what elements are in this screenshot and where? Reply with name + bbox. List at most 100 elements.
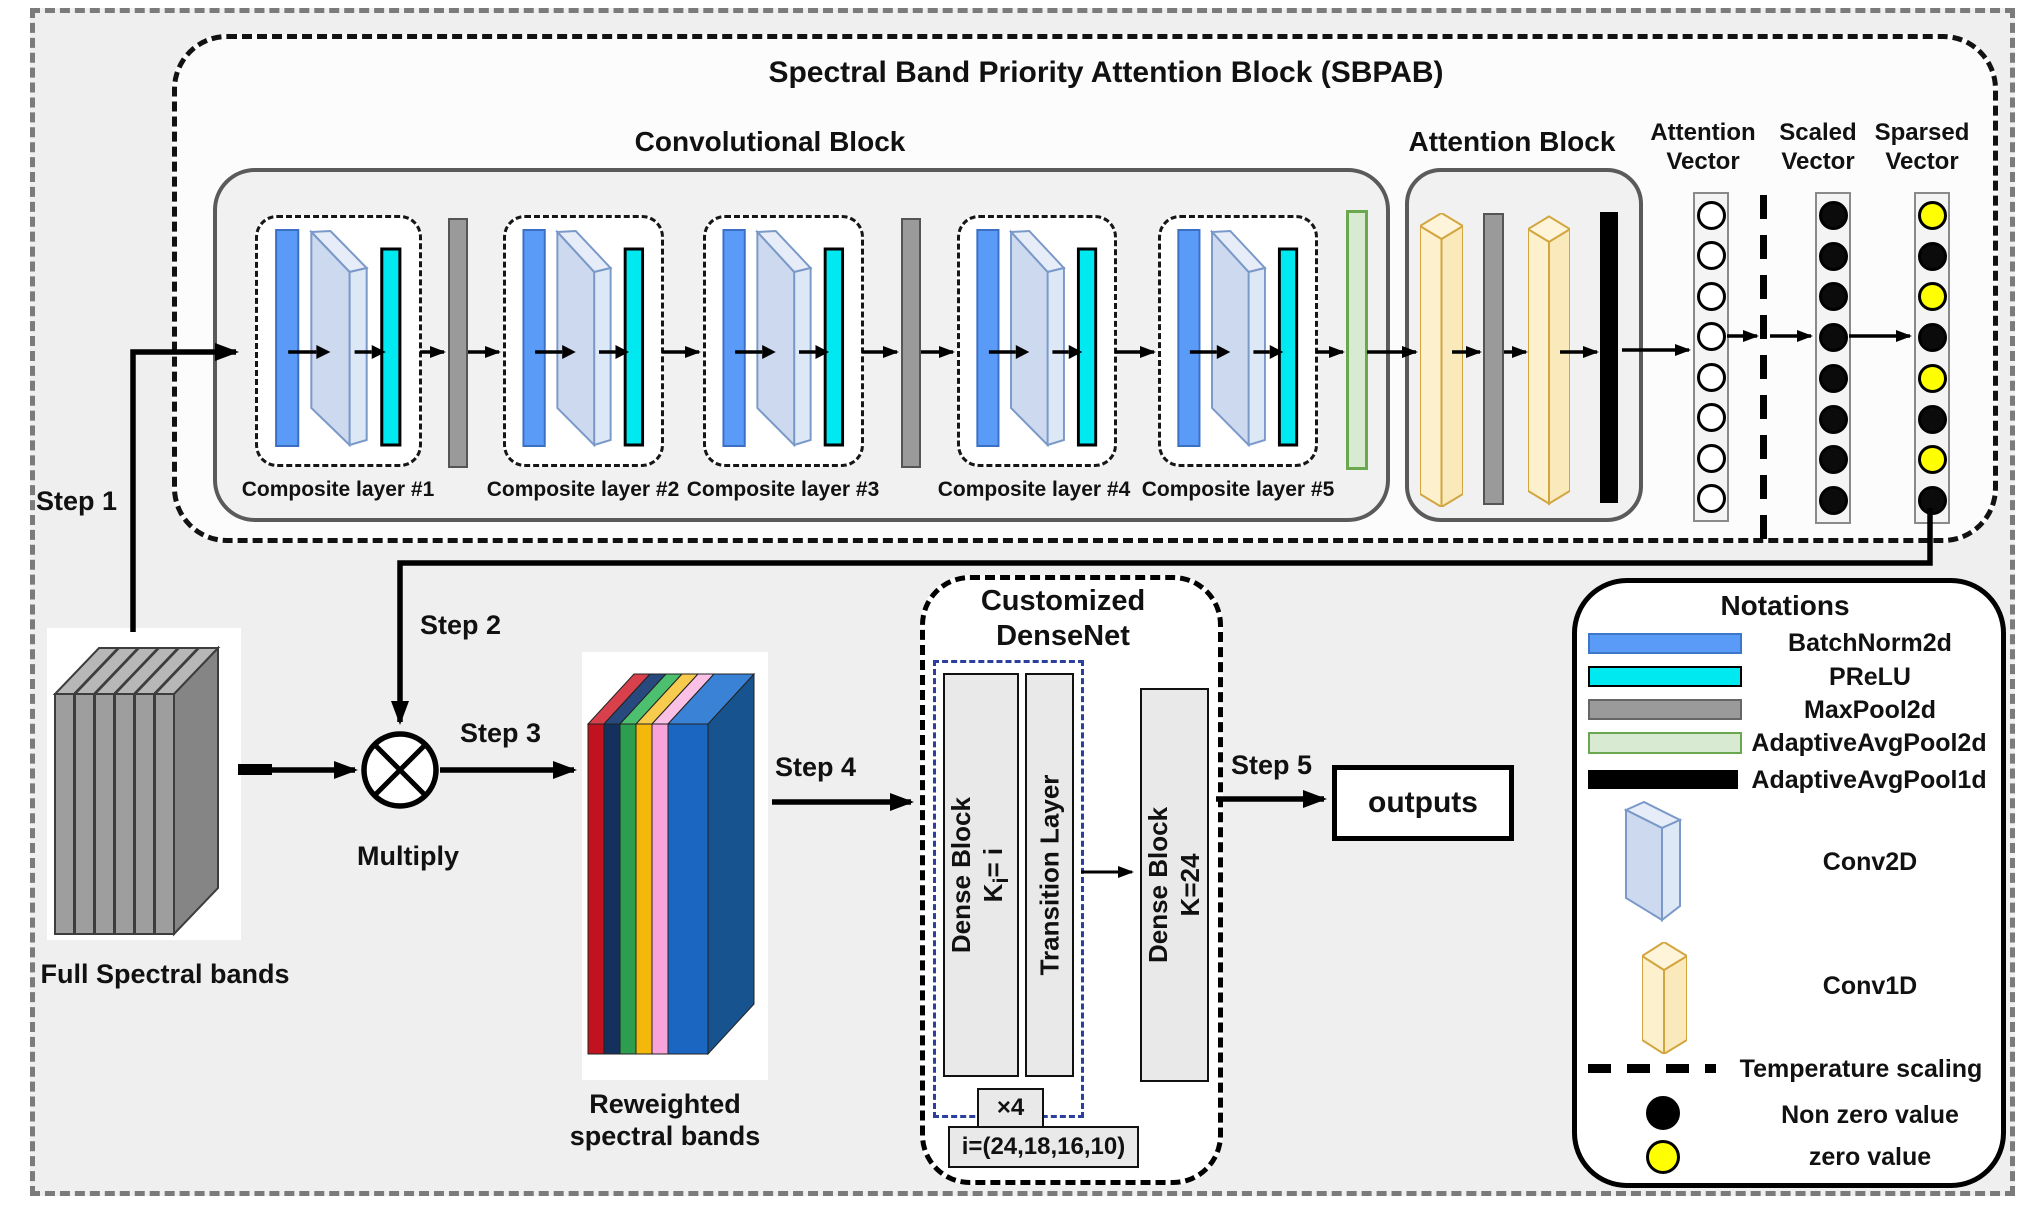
- conv1d-column: [1528, 215, 1570, 506]
- legend-conv1d-swatch: [1642, 942, 1687, 1054]
- composite-layer-1: [255, 215, 422, 467]
- yellow-value-circle: [1917, 201, 1947, 230]
- black-value-circle: [1818, 363, 1848, 393]
- maxpool2d-bar: [901, 218, 921, 468]
- adaptiveavgpool1d-bar: [1600, 212, 1618, 503]
- step4-label: Step 4: [775, 752, 857, 782]
- legend-nonzero-label: Non zero value: [1781, 1101, 1959, 1129]
- step5-label: Step 5: [1231, 750, 1313, 780]
- legend-temperature-scaling-swatch: [1588, 1064, 1716, 1073]
- temperature-scaling-line: [1760, 195, 1767, 545]
- flow-arrowhead: [316, 345, 331, 359]
- step3-label: Step 3: [460, 718, 542, 748]
- composite-layer-5-label: Composite layer #5: [1141, 478, 1335, 501]
- black-value-circle: [1818, 241, 1848, 271]
- reweighted-spectral-bands-stack: [582, 652, 768, 1080]
- legend-adaptiveavgpool1d-label: AdaptiveAvgPool1d: [1751, 766, 1987, 794]
- scaled-vector-title: Scaled Vector: [1779, 119, 1857, 175]
- black-value-circle: [1818, 282, 1848, 312]
- yellow-value-circle: [1917, 282, 1947, 312]
- legend-nonzero-swatch: [1646, 1096, 1680, 1130]
- legend-zero-label: zero value: [1808, 1143, 1932, 1171]
- transition-layer: Transition Layer: [1025, 673, 1074, 1077]
- composite-layer-graphic: [275, 229, 402, 448]
- full-spectral-bands-stack: [47, 628, 241, 940]
- white-value-circle: [1696, 403, 1726, 433]
- scaled-vector: [1815, 192, 1851, 524]
- adaptiveavgpool2d-bar: [1346, 210, 1368, 470]
- multiply-label: Multiply: [357, 841, 459, 871]
- batchnorm2d-bar: [275, 229, 300, 447]
- legend-adaptiveavgpool1d-swatch: [1588, 770, 1738, 789]
- composite-layer-5: [1158, 215, 1318, 467]
- sparsed-vector: [1914, 192, 1950, 524]
- conv1d-column: [1420, 213, 1463, 507]
- black-value-circle: [1818, 323, 1848, 353]
- composite-layer-1-label: Composite layer #1: [241, 478, 435, 501]
- white-value-circle: [1696, 483, 1726, 513]
- black-value-circle: [1917, 485, 1947, 515]
- composite-layer-3-label: Composite layer #3: [686, 478, 880, 501]
- conv-block-title: Convolutional Block: [634, 126, 906, 157]
- dense-block-2: Dense Block K=24: [1140, 688, 1209, 1082]
- legend-adaptiveavgpool2d-swatch: [1588, 732, 1742, 754]
- legend-zero-swatch: [1646, 1140, 1680, 1174]
- white-value-circle: [1696, 362, 1726, 392]
- white-value-circle: [1696, 281, 1726, 311]
- maxpool-bar-attention: [1483, 213, 1504, 505]
- composite-layer-graphic: [1177, 229, 1299, 448]
- composite-layer-4-label: Composite layer #4: [937, 478, 1131, 501]
- black-value-circle: [1818, 404, 1848, 434]
- prelu-bar: [380, 247, 402, 447]
- legend-maxpool2d-swatch: [1588, 699, 1742, 720]
- legend-title: Notations: [1720, 590, 1850, 621]
- legend-adaptiveavgpool2d-label: AdaptiveAvgPool2d: [1751, 729, 1987, 757]
- black-value-circle: [1917, 404, 1947, 434]
- black-value-circle: [1917, 323, 1947, 353]
- white-value-circle: [1696, 201, 1726, 230]
- yellow-value-circle: [1917, 363, 1947, 393]
- densenet-title: Customized DenseNet: [980, 585, 1146, 652]
- conv2d-slab-side: [348, 266, 368, 447]
- maxpool2d-bar: [448, 218, 468, 468]
- full-spectral-bands-label: Full Spectral bands: [40, 959, 290, 989]
- transition-layer-label: Transition Layer: [1034, 774, 1065, 976]
- reweighted-spectral-bands-label: Reweighted spectral bands: [569, 1089, 761, 1151]
- dense-block-1: Dense Block Ki= i: [943, 673, 1019, 1077]
- white-value-circle: [1696, 443, 1726, 473]
- composite-layer-2-label: Composite layer #2: [486, 478, 680, 501]
- white-value-circle: [1696, 322, 1726, 352]
- attention-vector-title: Attention Vector: [1650, 119, 1756, 175]
- legend-batchnorm2d-label: BatchNorm2d: [1788, 629, 1952, 657]
- legend-temperature-scaling-label: Temperature scaling: [1739, 1055, 1983, 1083]
- legend-maxpool2d-label: MaxPool2d: [1804, 696, 1936, 724]
- step2-label: Step 2: [420, 610, 502, 640]
- legend-batchnorm2d-swatch: [1588, 633, 1742, 654]
- conv2d-slab-front: [310, 229, 351, 448]
- step1-label: Step 1: [36, 486, 118, 516]
- composite-layer-3: [703, 215, 864, 467]
- legend-prelu-swatch: [1588, 666, 1742, 687]
- dense-block-1-label: Dense Block Ki= i: [945, 796, 1014, 954]
- composite-layer-graphic: [976, 229, 1098, 448]
- i-values-tag: i=(24,18,16,10): [948, 1126, 1139, 1168]
- flow-arrowhead: [371, 345, 386, 359]
- attention-block-title: Attention Block: [1408, 126, 1616, 157]
- black-value-circle: [1818, 201, 1848, 230]
- legend-conv2d-swatch: [1623, 800, 1683, 923]
- composite-layer-graphic: [522, 229, 645, 448]
- repeat-x4-tag: ×4: [977, 1088, 1044, 1128]
- outputs-box: outputs: [1332, 765, 1514, 841]
- dense-block-2-label: Dense Block K=24: [1143, 806, 1206, 964]
- black-value-circle: [1818, 445, 1848, 475]
- composite-layer-graphic: [722, 229, 845, 448]
- attention-vector: [1693, 192, 1729, 522]
- sparsed-vector-title: Sparsed Vector: [1874, 119, 1970, 175]
- legend-conv1d-label: Conv1D: [1822, 972, 1918, 1000]
- diagram-title: Spectral Band Priority Attention Block (…: [768, 56, 1444, 89]
- black-value-circle: [1818, 485, 1848, 515]
- composite-layer-2: [503, 215, 664, 467]
- yellow-value-circle: [1917, 445, 1947, 475]
- white-value-circle: [1696, 241, 1726, 271]
